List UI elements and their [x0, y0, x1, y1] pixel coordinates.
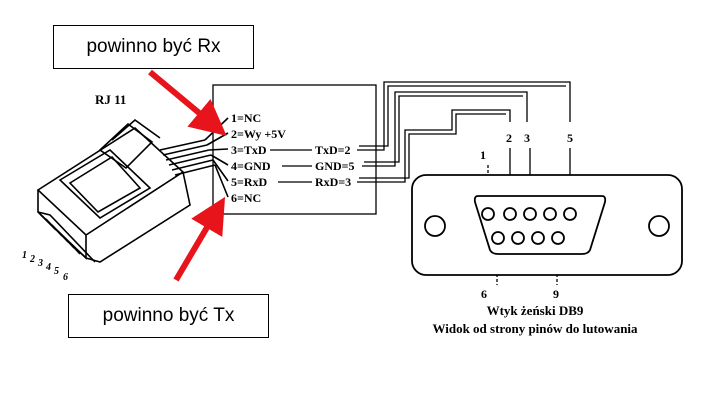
svg-text:6: 6	[63, 272, 68, 283]
svg-text:GND=5: GND=5	[315, 159, 355, 173]
svg-text:5: 5	[567, 131, 573, 145]
svg-text:1: 1	[480, 148, 486, 162]
svg-text:9: 9	[553, 287, 559, 301]
db9-connector	[411, 174, 683, 276]
pin-label-5: 5=RxD	[231, 175, 268, 189]
rj11-title: RJ 11	[95, 92, 126, 107]
db9-wires	[357, 81, 571, 183]
db9-caption-line2: Widok od strony pinów do lutowania	[432, 321, 638, 336]
svg-text:2: 2	[29, 254, 35, 265]
pin-label-1: 1=NC	[231, 111, 261, 125]
pin-label-3: 3=TxD	[231, 143, 267, 157]
pin-label-4: 4=GND	[231, 159, 271, 173]
rj11-pin-labels: 1=NC 2=Wy +5V 3=TxD 4=GND 5=RxD 6=NC	[231, 111, 286, 205]
db9-caption-line1: Wtyk żeński DB9	[487, 303, 584, 318]
correction-arrows	[148, 69, 227, 282]
rj11-pin-numbers: 1 2 3 4 5 6	[22, 250, 68, 283]
db9-pin-numbers: 1 2 3 5 6 9	[480, 131, 573, 301]
callout-should-be-rx: powinno być Rx	[53, 25, 254, 69]
rj11-plug	[36, 117, 229, 263]
callout-bottom-text: powinno być Tx	[102, 305, 235, 326]
pin-label-2: 2=Wy +5V	[231, 127, 286, 141]
svg-text:5: 5	[54, 266, 59, 277]
callout-should-be-tx: powinno być Tx	[68, 294, 269, 338]
db9-side-labels: TxD=2 GND=5 RxD=3	[315, 143, 355, 189]
svg-text:2: 2	[506, 131, 512, 145]
signal-lines	[270, 149, 312, 183]
svg-text:3: 3	[524, 131, 530, 145]
arrow-to-pin2	[148, 69, 227, 136]
svg-text:3: 3	[37, 258, 43, 269]
callout-top-text: powinno być Rx	[86, 36, 221, 57]
svg-text:TxD=2: TxD=2	[315, 143, 351, 157]
pin-label-6: 6=NC	[231, 191, 261, 205]
arrow-to-pin5	[173, 196, 226, 282]
svg-text:4: 4	[45, 262, 51, 273]
svg-text:RxD=3: RxD=3	[315, 175, 351, 189]
svg-text:1: 1	[22, 250, 27, 261]
svg-text:6: 6	[481, 287, 487, 301]
